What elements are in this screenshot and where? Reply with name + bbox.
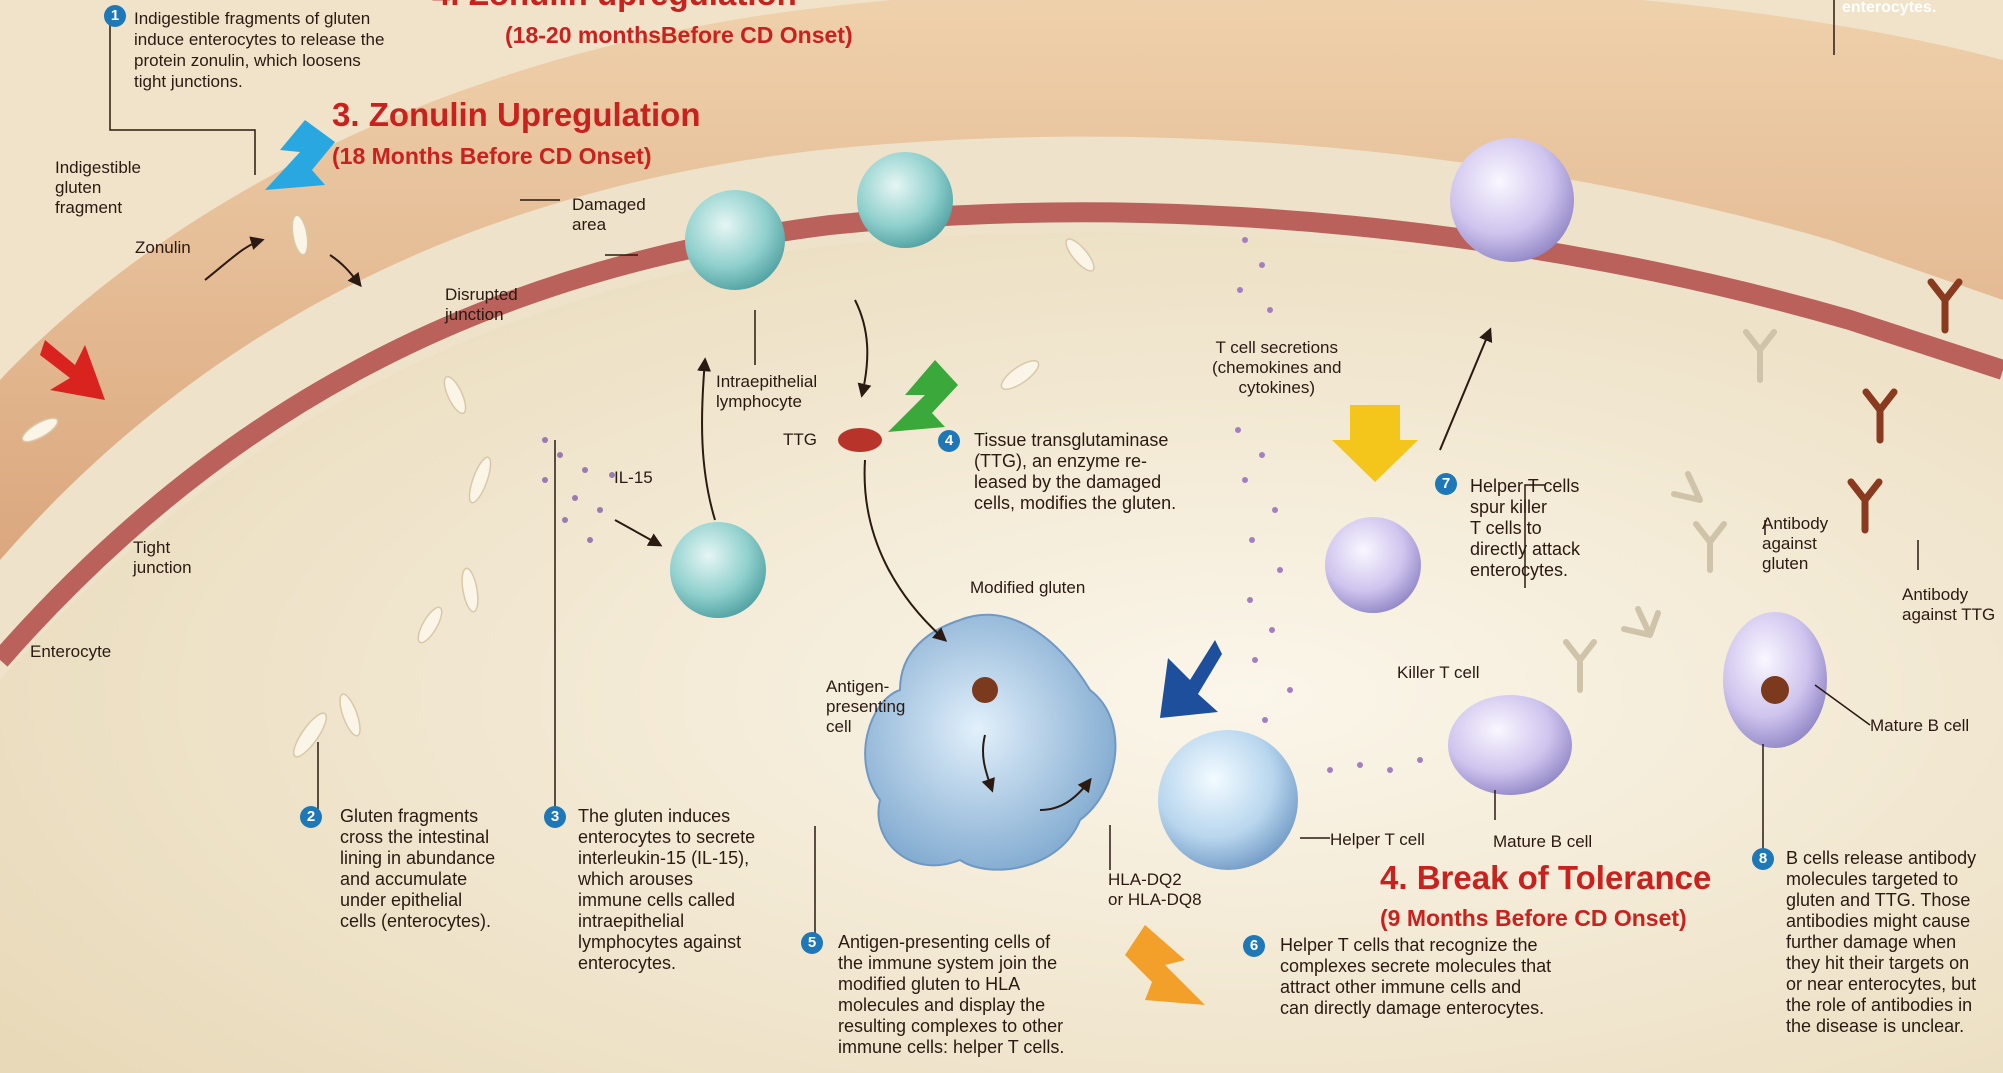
label-hla: HLA-DQ2 or HLA-DQ8 [1108,870,1202,910]
label-mature-b-cell-right: Mature B cell [1870,716,1969,736]
label-intraepithelial-lymphocyte: Intraepithelial lymphocyte [716,372,817,412]
ttg-enzyme [838,428,882,452]
zonulin-subtitle: (18 Months Before CD Onset) [332,143,651,169]
label-damaged-area: Damaged area [572,195,646,235]
label-antigen-presenting-cell: Antigen- presenting cell [826,677,905,737]
step-badge-1: 1 [104,5,126,27]
step-text-5: Antigen-presenting cells of the immune s… [838,932,1064,1058]
tolerance-title: 4. Break of Tolerance [1380,860,1711,896]
top-title: 4. Zonulin upregulation [432,0,797,12]
label-tight-junction: Tight junction [133,538,192,578]
step-text-4: Tissue transglutaminase (TTG), an enzyme… [974,430,1176,514]
step-text-6: Helper T cells that recognize the comple… [1280,935,1551,1019]
step-text-7: Helper T cells spur killer T cells to di… [1470,476,1580,581]
b-cell-nucleus [1761,676,1789,704]
label-killer-t-cell: Killer T cell [1397,663,1480,683]
iel-cell-1 [685,190,785,290]
killer-cell [1325,517,1421,613]
step-badge-7: 7 [1435,473,1457,495]
iel-cell-3 [670,522,766,618]
step-badge-5: 5 [801,932,823,954]
top-subtitle: (18-20 monthsBefore CD Onset) [505,22,853,48]
modified-gluten-mark [972,677,998,703]
step-badge-4: 4 [938,430,960,452]
label-indigestible-fragment: Indigestible gluten fragment [55,158,141,218]
zonulin-title: 3. Zonulin Upregulation [332,97,700,133]
helper-t-cell [1158,730,1298,870]
killer-cell-upper [1450,138,1574,262]
label-disrupted-junction: Disrupted junction [445,285,518,325]
step-badge-6: 6 [1243,935,1265,957]
label-enterocyte: Enterocyte [30,642,111,662]
label-antibody-gluten: Antibody against gluten [1762,514,1828,574]
step-text-3: The gluten induces enterocytes to secret… [578,806,755,974]
iel-cell-2 [857,152,953,248]
label-mature-b-cell-mid: Mature B cell [1493,832,1592,852]
label-helper-t-cell: Helper T cell [1330,830,1425,850]
label-ttg: TTG [783,430,817,450]
step-text-8: B cells release antibody molecules targe… [1786,848,1976,1037]
label-zonulin: Zonulin [135,238,191,258]
step-text-2: Gluten fragments cross the intestinal li… [340,806,495,932]
step-badge-8: 8 [1752,848,1774,870]
step-badge-3: 3 [544,806,566,828]
label-tcell-secretions: T cell secretions (chemokines and cytoki… [1212,338,1341,398]
step-text-1: Indigestible fragments of gluten induce … [134,8,384,92]
tolerance-subtitle: (9 Months Before CD Onset) [1380,905,1687,931]
label-modified-gluten: Modified gluten [970,578,1085,598]
b-cell-mid [1448,695,1572,795]
top-right-text: enterocytes. [1842,0,1936,18]
step-badge-2: 2 [300,806,322,828]
label-antibody-ttg: Antibody against TTG [1902,585,1995,625]
label-il15: IL-15 [614,468,653,488]
